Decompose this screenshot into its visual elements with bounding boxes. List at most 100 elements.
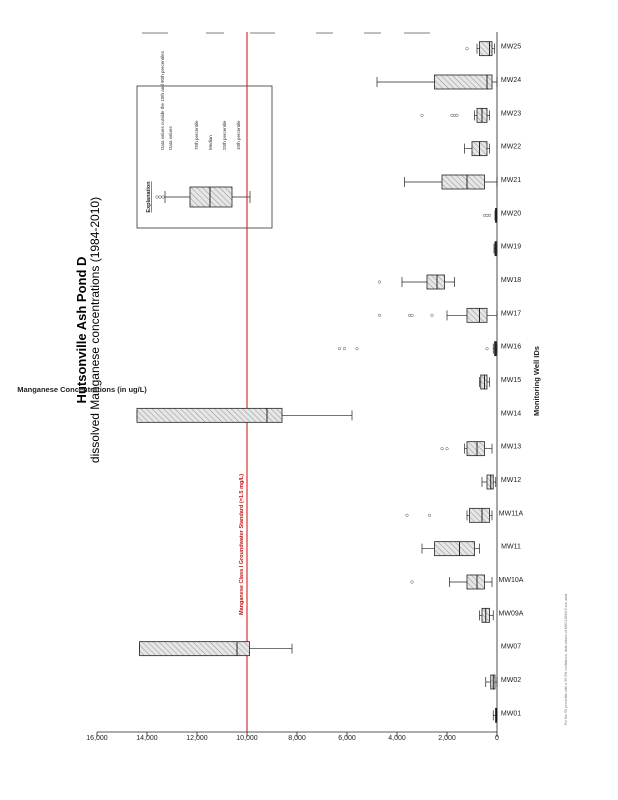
box-MW23: MW23 [420,107,521,123]
legend: Explanation Data values outside the 10th… [136,50,273,229]
outlier-point [450,113,454,117]
category-label: MW09A [499,610,524,617]
iqr-box [466,574,485,590]
outlier-point [482,213,487,217]
iqr-box [466,441,485,457]
chart-footnote: For the 95 percentile with a 99.9% confi… [564,594,568,725]
iqr-box [441,174,485,190]
box-MW19: MW19 [493,241,521,257]
category-label: MW01 [501,710,521,717]
box-MW09A: MW09A [479,607,524,623]
box-MW17: MW17 [377,307,521,323]
outlier-point [410,313,414,317]
legend-entry-75th: 75th percentile [194,120,199,150]
box-MW01: MW01 [492,707,521,723]
category-label: MW14 [501,410,521,417]
box-MW22: MW22 [464,141,521,157]
outlier-point [452,113,457,117]
chart-title: Hutsonville Ash Pond D [74,257,89,404]
iqr-box [486,474,494,490]
chart-subtitle: dissolved Manganese concentrations (1984… [88,197,102,463]
category-label: MW17 [501,310,521,317]
category-label: MW22 [501,144,521,151]
category-label: MW11 [501,544,521,551]
outlier-point [337,347,342,351]
category-label: MW10A [499,577,524,584]
value-tick-label: 14,000 [136,735,158,742]
value-tick-label: 4,000 [388,735,406,742]
legend-entry-outliers: Data values outside the 10th and 90th pe… [160,50,165,150]
outlier-point [377,280,382,284]
box-MW12: MW12 [481,474,521,490]
standard-reference-label: Manganese Class I Groundwater Standard (… [239,474,245,615]
outlier-point [485,347,489,351]
iqr-box [466,307,488,323]
iqr-box [434,74,493,90]
category-label: MW19 [501,244,521,251]
value-tick-label: 12,000 [186,735,208,742]
iqr-box [426,274,445,290]
box-MW21: MW21 [404,174,521,190]
value-tick-label: 10,000 [236,735,258,742]
outlier-point [377,313,382,317]
outlier-point [405,513,409,517]
plot-area: 0 2,000 4,000 6,000 8,000 10,000 12,000 14,000 1… [86,32,524,742]
box-MW13: MW13 [440,441,521,457]
legend-outlier-point [161,195,165,199]
iqr-box [480,374,488,390]
category-label: MW16 [501,344,521,351]
category-label: MW20 [501,210,521,217]
box-MW10A: MW10A [410,574,524,590]
iqr-box [139,641,250,657]
legend-sample-box [155,186,251,208]
value-tick-label: 6,000 [338,735,356,742]
box-MW25: MW25 [465,41,521,57]
legend-entry-median: Median [208,135,213,150]
outlier-point [427,513,432,517]
outlier-point [407,313,412,317]
category-label: MW18 [501,277,521,284]
category-label: MW23 [501,110,521,117]
outlier-point [410,580,414,584]
iqr-box [434,541,475,557]
legend-frame [136,85,273,229]
box-MW24: MW24 [376,74,521,90]
legend-iqr-box [189,186,233,208]
box-MW15: MW15 [479,374,521,390]
iqr-box [136,407,283,423]
category-label: MW12 [501,477,521,484]
y-axis-label: Manganese Concentrations (in ug/L) [17,385,147,394]
outlier-point [342,347,347,351]
legend-entry-10th: 10th percentile [236,120,241,150]
box-MW02: MW02 [485,674,521,690]
value-tick-label: 2,000 [438,735,456,742]
category-label: MW24 [501,77,521,84]
value-tick-label: 16,000 [86,735,108,742]
box-MW07: MW07 [139,641,521,657]
value-tick-label: 0 [495,735,499,742]
category-label: MW21 [501,177,521,184]
outlier-point [445,447,449,451]
outlier-point [455,113,459,117]
iqr-box [469,507,490,523]
value-tick-label: 8,000 [288,735,306,742]
legend-entry-data-values: Data values [168,125,173,150]
legend-outlier-point [158,195,162,199]
box-MW11: MW11 [421,541,521,557]
box-MW16: MW16 [337,341,521,357]
outlier-point [465,47,469,51]
category-label: MW11A [499,510,524,517]
box-MW14: MW14 [136,407,521,423]
category-label: MW02 [501,677,521,684]
outlier-point [485,213,489,217]
legend-entry-25th: 25th percentile [222,120,227,150]
category-label: MW07 [501,644,521,651]
x-axis-label: Monitoring Well IDs [532,346,541,416]
outlier-point [487,213,492,217]
box-MW18: MW18 [377,274,521,290]
category-label: MW15 [501,377,521,384]
outlier-point [430,313,434,317]
box-MW20: MW20 [482,207,521,223]
